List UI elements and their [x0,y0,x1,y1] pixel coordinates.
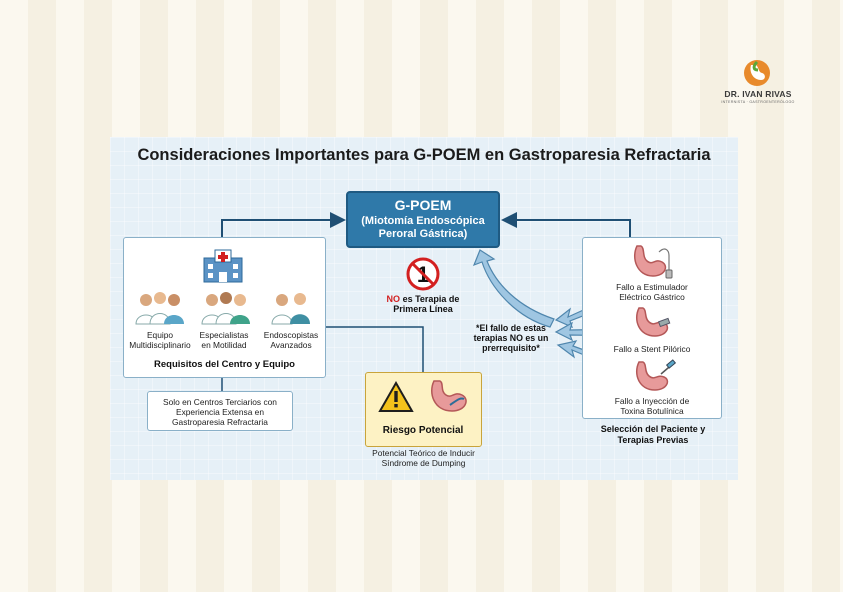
stomach-logo-icon [744,60,770,86]
infographic-panel: Consideraciones Importantes para G-POEM … [110,137,738,480]
motility-specialists-icon [201,292,250,325]
endoscopists-icon [271,293,310,325]
pyloric-stent-icon [635,307,671,337]
not-first-line-label: NO es Terapia de Primera Línea [386,294,460,314]
brand-logo: DR. IVAN RIVAS INTERNISTA · GASTROENTERÓ… [718,58,798,108]
risk-box: Riesgo Potencial [365,372,482,447]
logo-subtitle: INTERNISTA · GASTROENTERÓLOGO [721,100,795,104]
diagram-title: Consideraciones Importantes para G-POEM … [137,146,711,164]
requirements-note-text: Solo en Centros Terciarios con Experienc… [163,397,277,427]
stent-label: Fallo a Stent Pilórico [613,344,691,354]
requirements-note: Solo en Centros Terciarios con Experienc… [147,391,293,431]
gpoem-title: G-POEM [394,197,452,213]
warning-icon [378,381,414,412]
gastric-stimulator-icon [633,245,673,279]
logo-name: DR. IVAN RIVAS [724,89,792,99]
hospital-icon [203,249,243,283]
team-icon [135,292,184,325]
prohibition-icon: 1 [406,257,440,291]
botox-injection-icon [635,359,677,391]
risk-note: Potencial Teórico de Inducir Síndrome de… [372,448,475,468]
gpoem-box: G-POEM (Miotomía Endoscópica Peroral Gás… [346,191,500,248]
gpoem-subtitle: (Miotomía Endoscópica Peroral Gástrica) [361,215,485,240]
failure-note: *El fallo de estas terapias NO es un pre… [473,323,549,353]
risk-label: Riesgo Potencial [382,425,464,436]
stomach-icon [431,380,467,412]
requirements-heading: Requisitos del Centro y Equipo [154,359,295,370]
